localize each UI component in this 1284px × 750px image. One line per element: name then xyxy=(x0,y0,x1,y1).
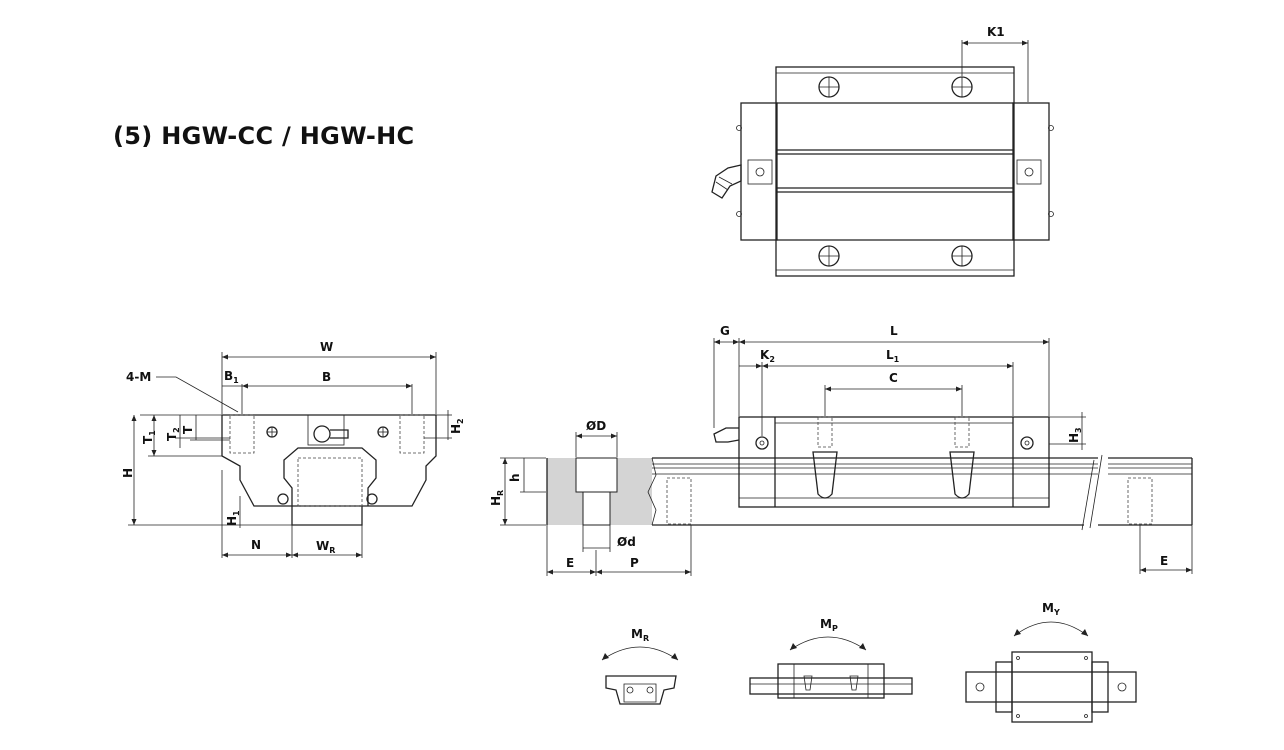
mp-label: MP xyxy=(820,617,838,633)
d-label: Ød xyxy=(617,535,636,549)
g-label: G xyxy=(720,324,730,338)
moment-roll-icon: MR xyxy=(601,627,679,705)
od-label: ØD xyxy=(586,419,606,433)
t1-label: T1 xyxy=(141,430,157,444)
c-label: C xyxy=(889,371,898,385)
p-label: P xyxy=(630,556,639,570)
l-label: L xyxy=(890,324,898,338)
b-label: B xyxy=(322,370,331,384)
t2-label: T2 xyxy=(165,427,181,441)
moment-pitch-icon: MP xyxy=(749,617,913,699)
mr-label: MR xyxy=(631,627,649,643)
e-left-label: E xyxy=(566,556,574,570)
wr-label: WR xyxy=(316,539,335,555)
hr-label: HR xyxy=(489,490,505,506)
side-view: G L K2 L1 C H3 ØD xyxy=(489,324,1193,576)
h3-label: H3 xyxy=(1067,427,1083,443)
moment-yaw-icon: MY xyxy=(965,601,1137,723)
b1-label: B1 xyxy=(224,369,239,385)
figure-title: (5) HGW-CC / HGW-HC xyxy=(113,122,415,150)
four-m-label: 4-M xyxy=(126,370,151,384)
top-view: K1 xyxy=(711,25,1054,277)
l1-label: L1 xyxy=(886,348,900,364)
grease-nipple-icon xyxy=(711,164,742,199)
my-label: MY xyxy=(1042,601,1060,617)
h1-label: H1 xyxy=(225,510,241,526)
k1-label: K1 xyxy=(987,25,1005,39)
t-label: T xyxy=(181,425,195,434)
w-label: W xyxy=(320,340,333,354)
small-h-label: h xyxy=(508,473,522,482)
grease-nipple-icon xyxy=(713,427,740,443)
n-label: N xyxy=(251,538,261,552)
grease-nipple-icon xyxy=(313,425,349,443)
h2-label: H2 xyxy=(449,418,465,434)
k2-label: K2 xyxy=(760,348,775,364)
e-right-label: E xyxy=(1160,554,1168,568)
front-section-view: W B B1 4-M T1 T2 T xyxy=(121,340,465,558)
h-label: H xyxy=(121,468,135,478)
